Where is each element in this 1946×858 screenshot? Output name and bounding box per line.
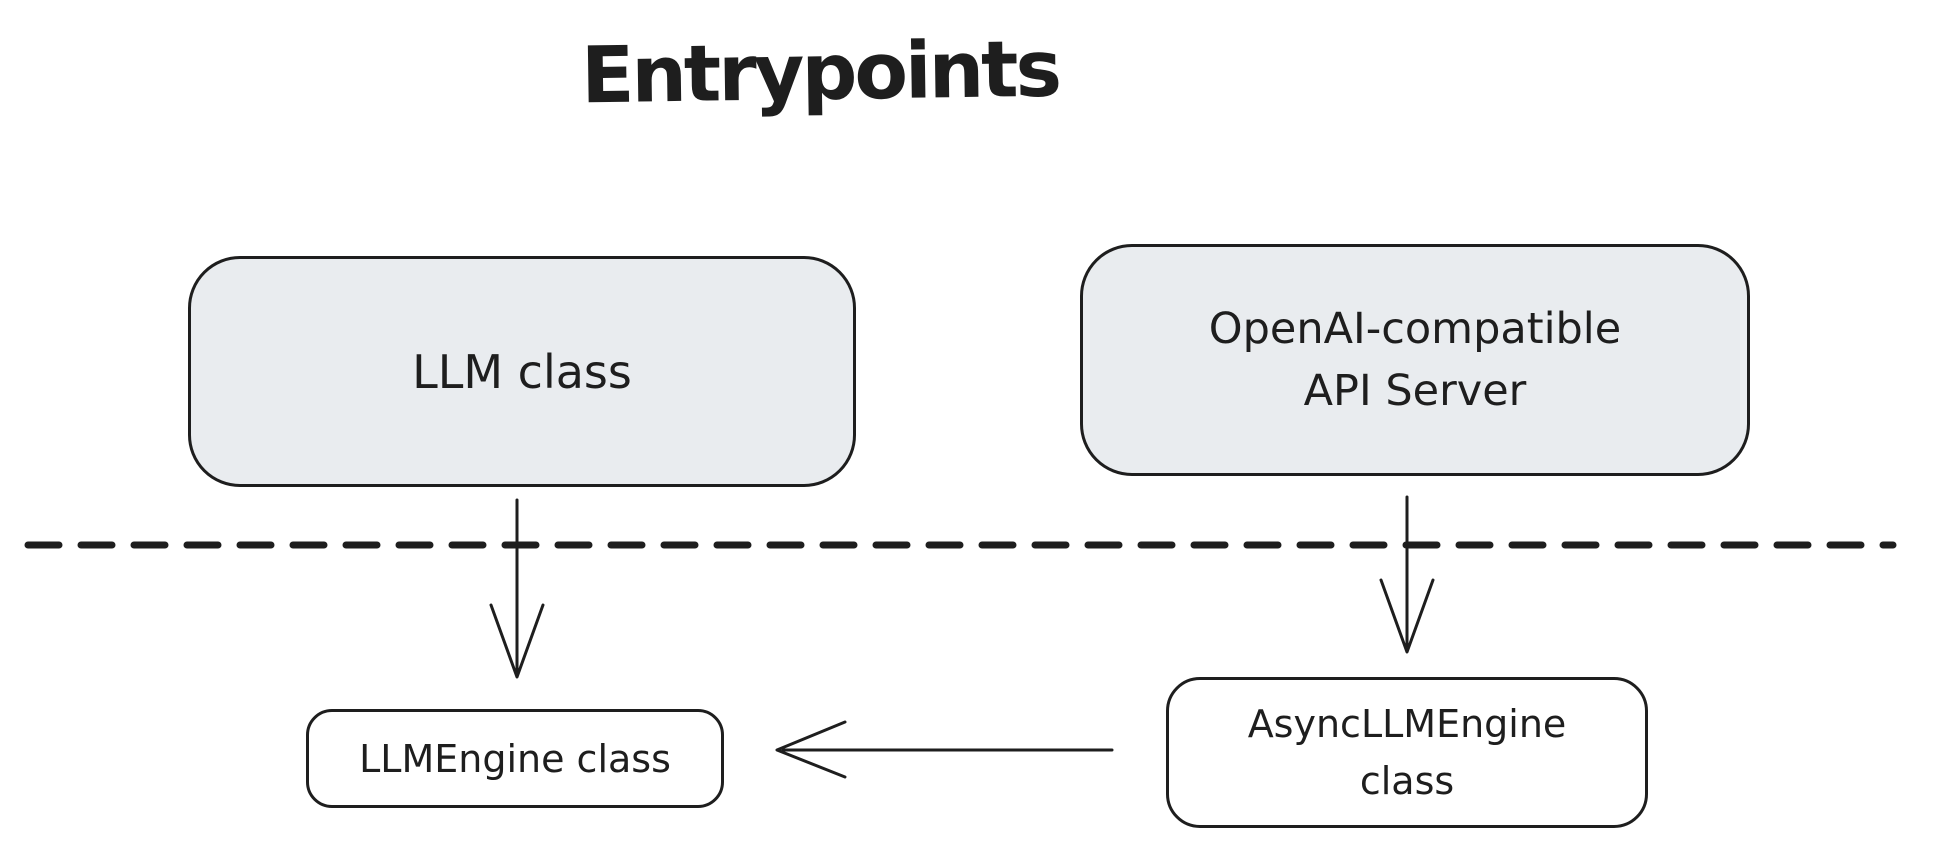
node-llmengine-class-label: LLMEngine class (359, 736, 671, 781)
node-llmengine-class: LLMEngine class (306, 709, 724, 808)
arrow-apiserver-to-asyncengine-head (1379, 578, 1435, 654)
diagram-title: Entrypoints (580, 24, 1060, 122)
arrow-asyncengine-to-llmengine-head (775, 720, 847, 779)
arrow-llm-to-llmengine-head (489, 603, 545, 679)
node-llm-class: LLM class (188, 256, 856, 487)
arrow-asyncengine-to-llmengine (775, 720, 1114, 779)
node-asyncllmengine-class-label-line2: class (1359, 758, 1455, 803)
node-asyncllmengine-class-label-line1: AsyncLLMEngine (1247, 701, 1567, 746)
node-openai-api-server-label-line1: OpenAI-compatible (1208, 303, 1622, 354)
arrow-llm-to-llmengine (489, 498, 545, 679)
node-llm-class-label: LLM class (412, 344, 632, 399)
node-openai-api-server: OpenAI-compatible API Server (1080, 244, 1750, 476)
node-asyncllmengine-class: AsyncLLMEngine class (1166, 677, 1648, 828)
node-openai-api-server-label-line2: API Server (1303, 366, 1527, 416)
arrow-apiserver-to-asyncengine (1379, 495, 1435, 654)
